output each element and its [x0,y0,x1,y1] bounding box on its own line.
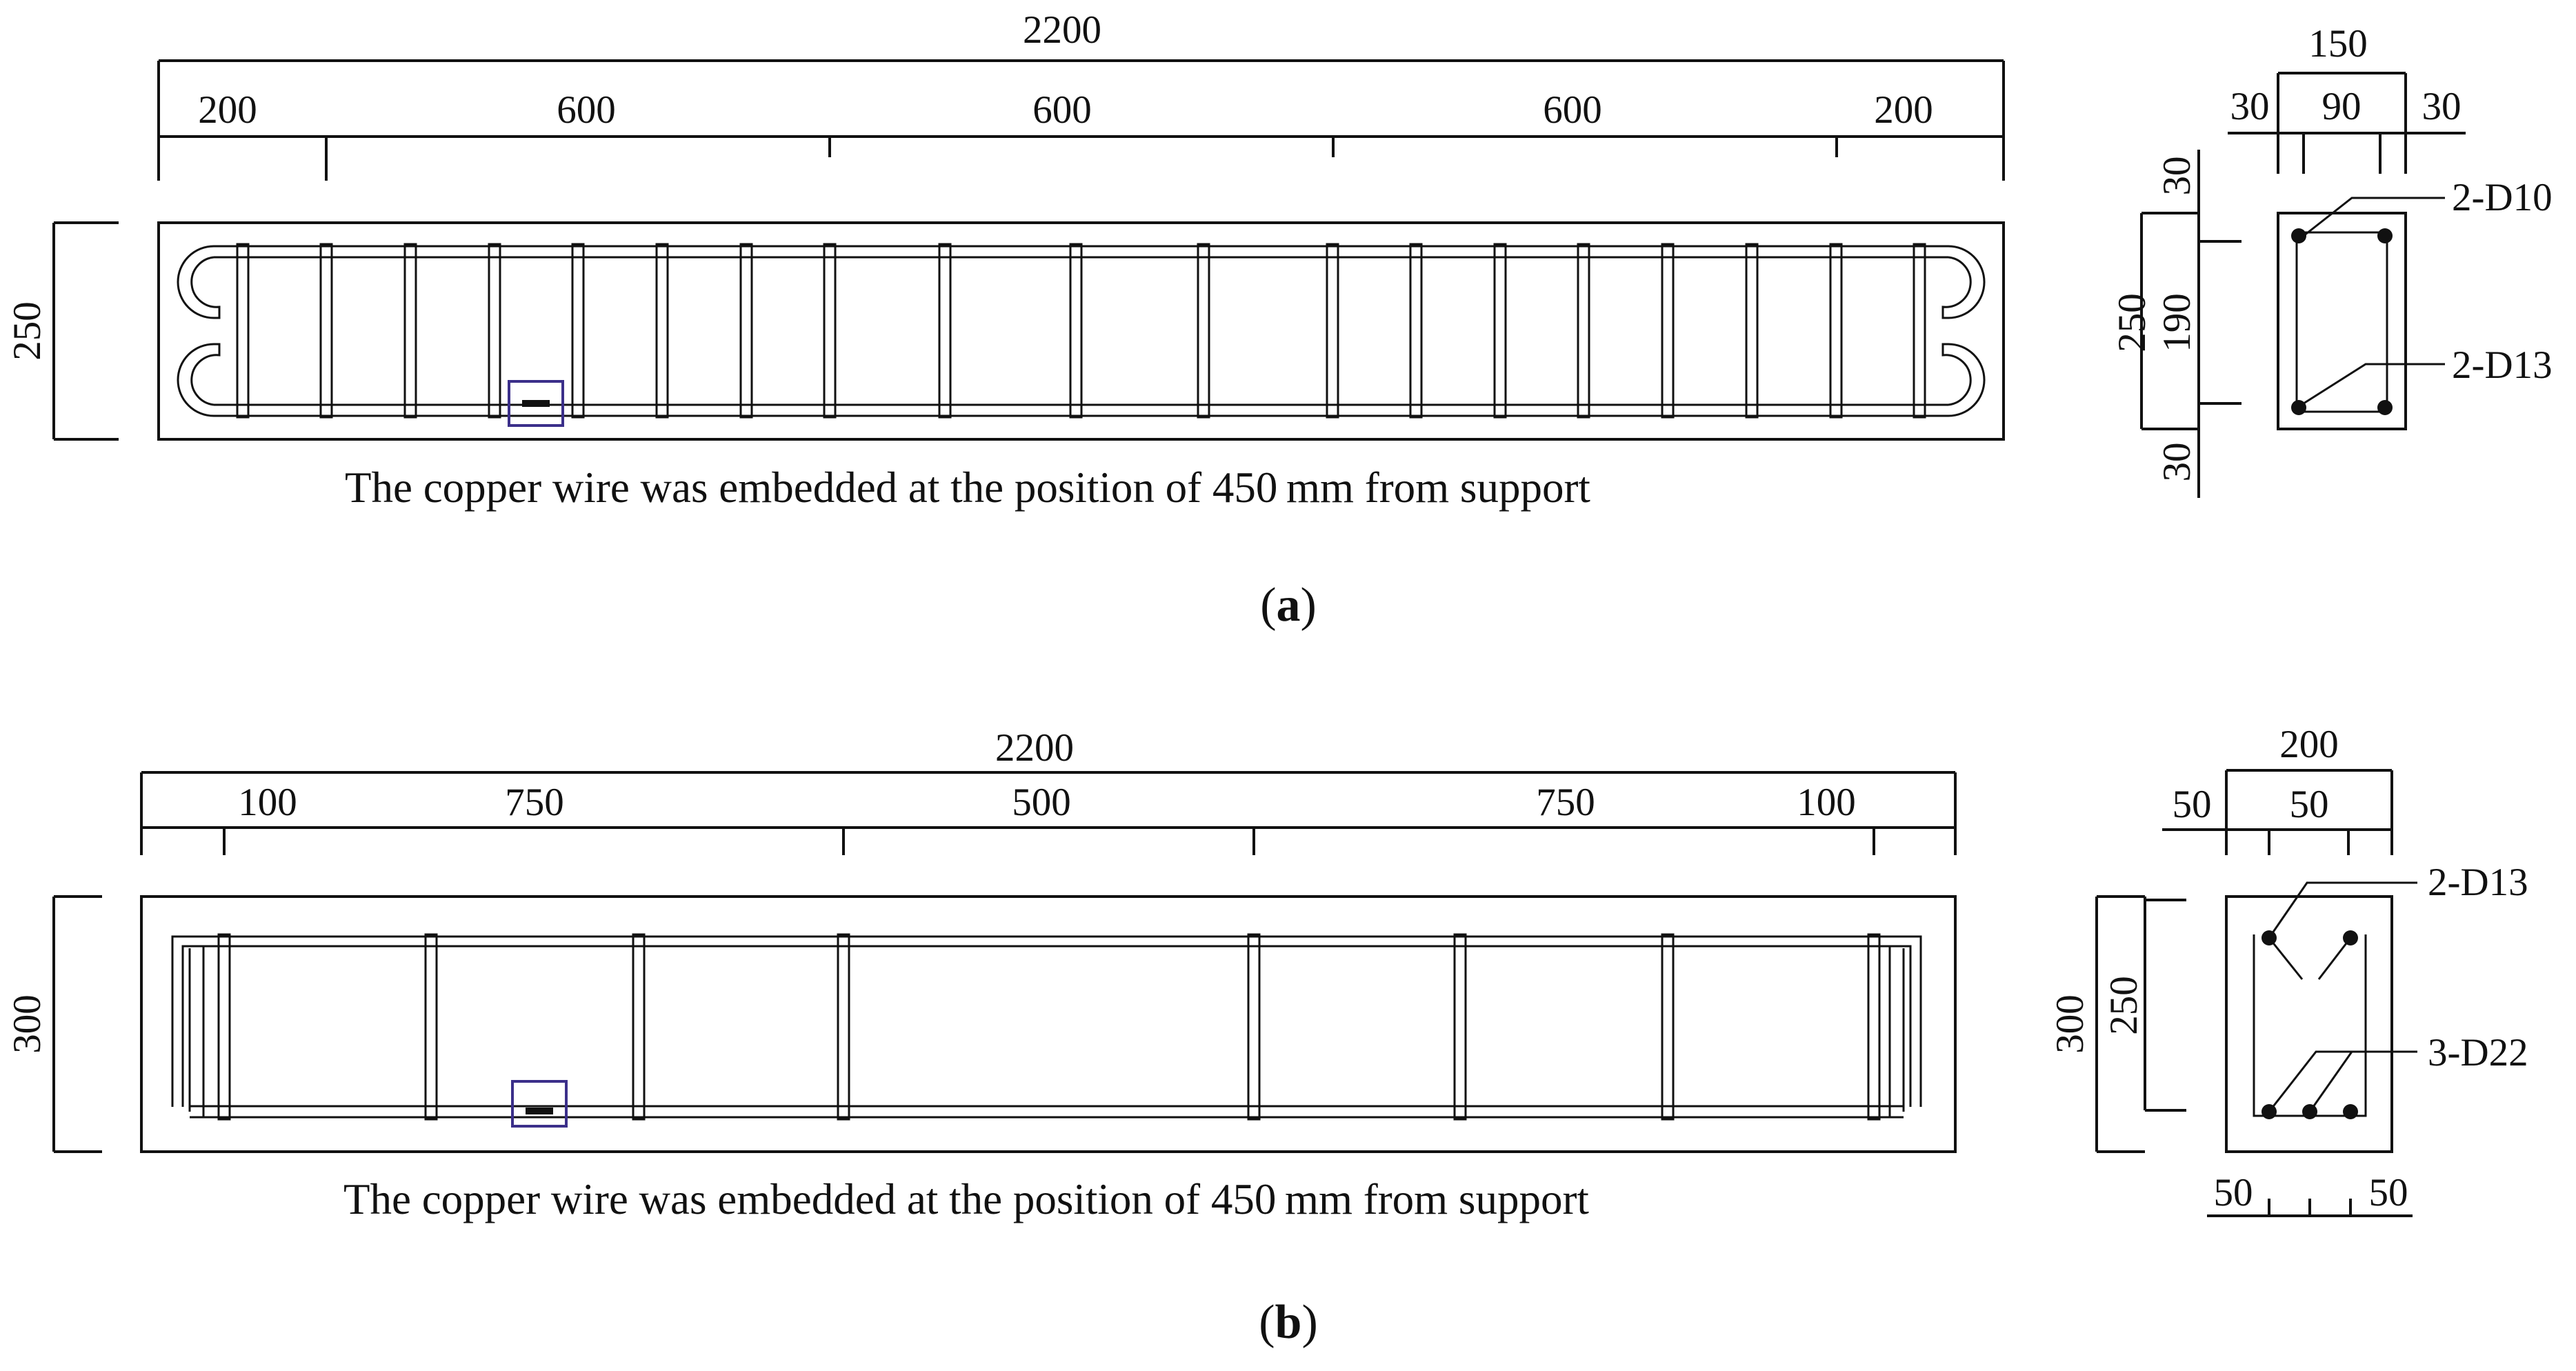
beam-a-height: 250 [6,301,49,361]
panel-b: 2200 100 750 500 750 100 300 [6,723,2528,1349]
section-b-top-bars: 2-D13 [2428,861,2528,904]
beam-b-stirrup-3 [632,933,646,1121]
section-b-width: 200 [2279,723,2339,766]
beam-a-stirrup-2 [319,243,333,419]
beam-a-span-5: 200 [1874,88,1933,132]
beam-b-height-bracket [52,895,102,1153]
section-a-cover-bottom: 30 [2155,443,2199,482]
section-b-inner-height: 250 [2102,976,2146,1035]
beam-b-stirrups [217,933,1881,1121]
beam-a-copper-wire-marker [508,380,564,427]
beam-a-stirrup-14 [1493,243,1507,419]
section-b-height: 300 [2048,994,2092,1054]
beam-a-stirrup-7 [739,243,753,419]
beam-b-span-2: 750 [505,781,564,824]
section-a-width: 150 [2308,22,2368,66]
section-a-height: 250 [2110,293,2154,352]
beam-a-caption: The copper wire was embedded at the posi… [345,463,1590,512]
beam-a-outline [157,221,2005,441]
section-a-inner-width: 90 [2322,85,2362,128]
beam-b-stirrup-7 [1661,933,1675,1121]
panel-b-label: (b) [1259,1296,1318,1349]
beam-a-stirrup-18 [1829,243,1843,419]
beam-b-stirrup-1 [217,933,231,1121]
beam-a-stirrup-16 [1661,243,1675,419]
beam-b-longitudinal-bars [171,935,1922,1119]
beam-b-stirrup-4 [837,933,850,1121]
section-a-bottom-bars: 2-D13 [2452,343,2553,387]
beam-b-span-4: 750 [1536,781,1595,824]
beam-a-span-4: 600 [1543,88,1602,132]
beam-b-span-5: 100 [1797,781,1856,824]
beam-a-stirrup-1 [236,243,250,419]
section-a-cover-top: 30 [2155,157,2199,196]
section-b [2095,769,2417,1217]
beam-a-height-bracket [52,221,119,441]
beam-b-stirrup-2 [424,933,438,1121]
beam-b-dimension-lines [140,771,1957,855]
beam-a-stirrups [236,243,1926,419]
beam-b-span-1: 100 [238,781,297,824]
beam-a-dimension-lines [157,59,2005,181]
beam-a-span-1: 200 [198,88,257,132]
beam-a-stirrup-4 [488,243,501,419]
section-a-cover-left: 30 [2230,85,2270,128]
beam-b-height: 300 [6,994,49,1054]
section-b-bottom-right: 50 [2369,1171,2408,1214]
beam-b-span-3: 500 [1012,781,1071,824]
section-a [2140,72,2466,498]
beam-b-outline [140,895,1957,1153]
beam-b-stirrup-6 [1453,933,1467,1121]
beam-b-caption: The copper wire was embedded at the posi… [343,1175,1589,1223]
beam-a-stirrup-17 [1745,243,1759,419]
beam-a-stirrup-15 [1577,243,1590,419]
section-b-bottom-bars: 3-D22 [2428,1031,2528,1074]
beam-a-stirrup-19 [1913,243,1926,419]
section-a-top-bars: 2-D10 [2452,176,2553,219]
beam-b-copper-wire-marker [511,1080,568,1128]
section-a-inner-height: 190 [2155,293,2199,352]
section-b-top-left: 50 [2173,783,2212,826]
panel-a: 2200 200 600 600 600 200 250 [6,8,2553,632]
beam-a-stirrup-13 [1409,243,1423,419]
beam-a-stirrup-12 [1326,243,1339,419]
section-b-bottom-left: 50 [2214,1171,2253,1214]
beam-b-stirrup-5 [1247,933,1261,1121]
beam-a-stirrup-3 [403,243,417,419]
beam-b-total-length: 2200 [995,726,1074,770]
beam-a-stirrup-10 [1069,243,1083,419]
beam-a-total-length: 2200 [1023,8,1101,52]
beam-a-stirrup-11 [1197,243,1210,419]
beam-a-stirrup-9 [938,243,952,419]
beam-a-stirrup-8 [823,243,837,419]
beam-a-span-2: 600 [557,88,616,132]
beam-b-stirrup-8 [1867,933,1881,1121]
panel-a-label: (a) [1260,579,1317,632]
section-b-top-right: 50 [2290,783,2329,826]
beam-a-stirrup-6 [655,243,669,419]
section-a-cover-right: 30 [2422,85,2462,128]
beam-a-span-3: 600 [1032,88,1092,132]
beam-a-stirrup-5 [571,243,585,419]
